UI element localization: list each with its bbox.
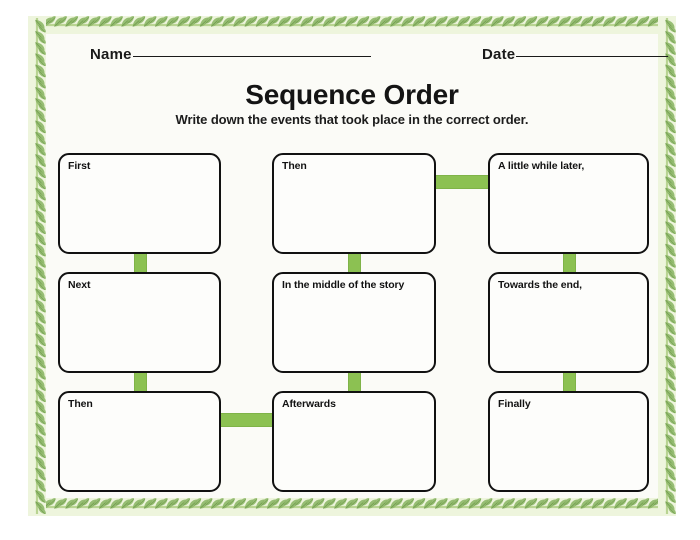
- date-write-line[interactable]: [516, 56, 669, 57]
- sequence-box-then-bottom[interactable]: Then: [58, 391, 221, 492]
- leaf-border-right-icon: [658, 16, 676, 516]
- sequence-box-label: Then: [68, 398, 93, 410]
- sequence-box-label: Afterwards: [282, 398, 336, 410]
- sequence-box-finally[interactable]: Finally: [488, 391, 649, 492]
- leaf-border-left-icon: [28, 16, 46, 516]
- sequence-box-label: First: [68, 160, 91, 172]
- sequence-box-then-top[interactable]: Then: [272, 153, 436, 254]
- name-label: Name: [90, 46, 132, 63]
- worksheet-frame: Name Date Sequence Order Write down the …: [28, 16, 676, 516]
- page-subtitle: Write down the events that took place in…: [175, 112, 529, 127]
- name-date-row: Name Date: [64, 46, 669, 72]
- leaf-border-top-icon: [28, 16, 676, 34]
- sequence-box-towards-end[interactable]: Towards the end,: [488, 272, 649, 373]
- page-title: Sequence Order: [245, 79, 459, 110]
- name-write-line[interactable]: [132, 56, 371, 57]
- sequence-box-label: Finally: [498, 398, 531, 410]
- sequence-box-middle[interactable]: In the middle of the story: [272, 272, 436, 373]
- sequence-box-label: Towards the end,: [498, 279, 582, 291]
- date-field[interactable]: Date: [482, 46, 669, 63]
- connector-horizontal: [433, 175, 491, 189]
- sequence-box-label: A little while later,: [498, 160, 585, 172]
- sequence-box-afterwards[interactable]: Afterwards: [272, 391, 436, 492]
- sequence-box-little-while[interactable]: A little while later,: [488, 153, 649, 254]
- sequence-box-label: In the middle of the story: [282, 279, 405, 291]
- sequence-box-label: Then: [282, 160, 307, 172]
- connector-horizontal: [218, 413, 275, 427]
- sequence-box-first[interactable]: First: [58, 153, 221, 254]
- name-field[interactable]: Name: [90, 46, 371, 63]
- sequence-box-next[interactable]: Next: [58, 272, 221, 373]
- date-label: Date: [482, 46, 516, 63]
- sequence-box-label: Next: [68, 279, 91, 291]
- leaf-border-bottom-icon: [28, 498, 676, 516]
